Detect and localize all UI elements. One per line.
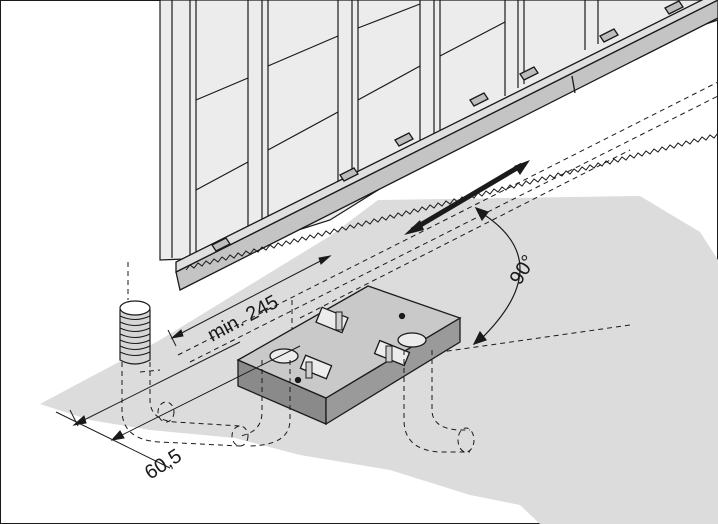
double-arrow-icon [404, 160, 530, 235]
dimension-60-5 [55, 341, 301, 469]
gear-rack [175, 0, 718, 291]
buried-conduits [121, 262, 475, 453]
angle-indicator [472, 206, 521, 346]
conduit-pipe-icon [119, 300, 151, 365]
dimension-min-245 [167, 255, 332, 347]
anchor-bolt-icon [305, 311, 393, 379]
